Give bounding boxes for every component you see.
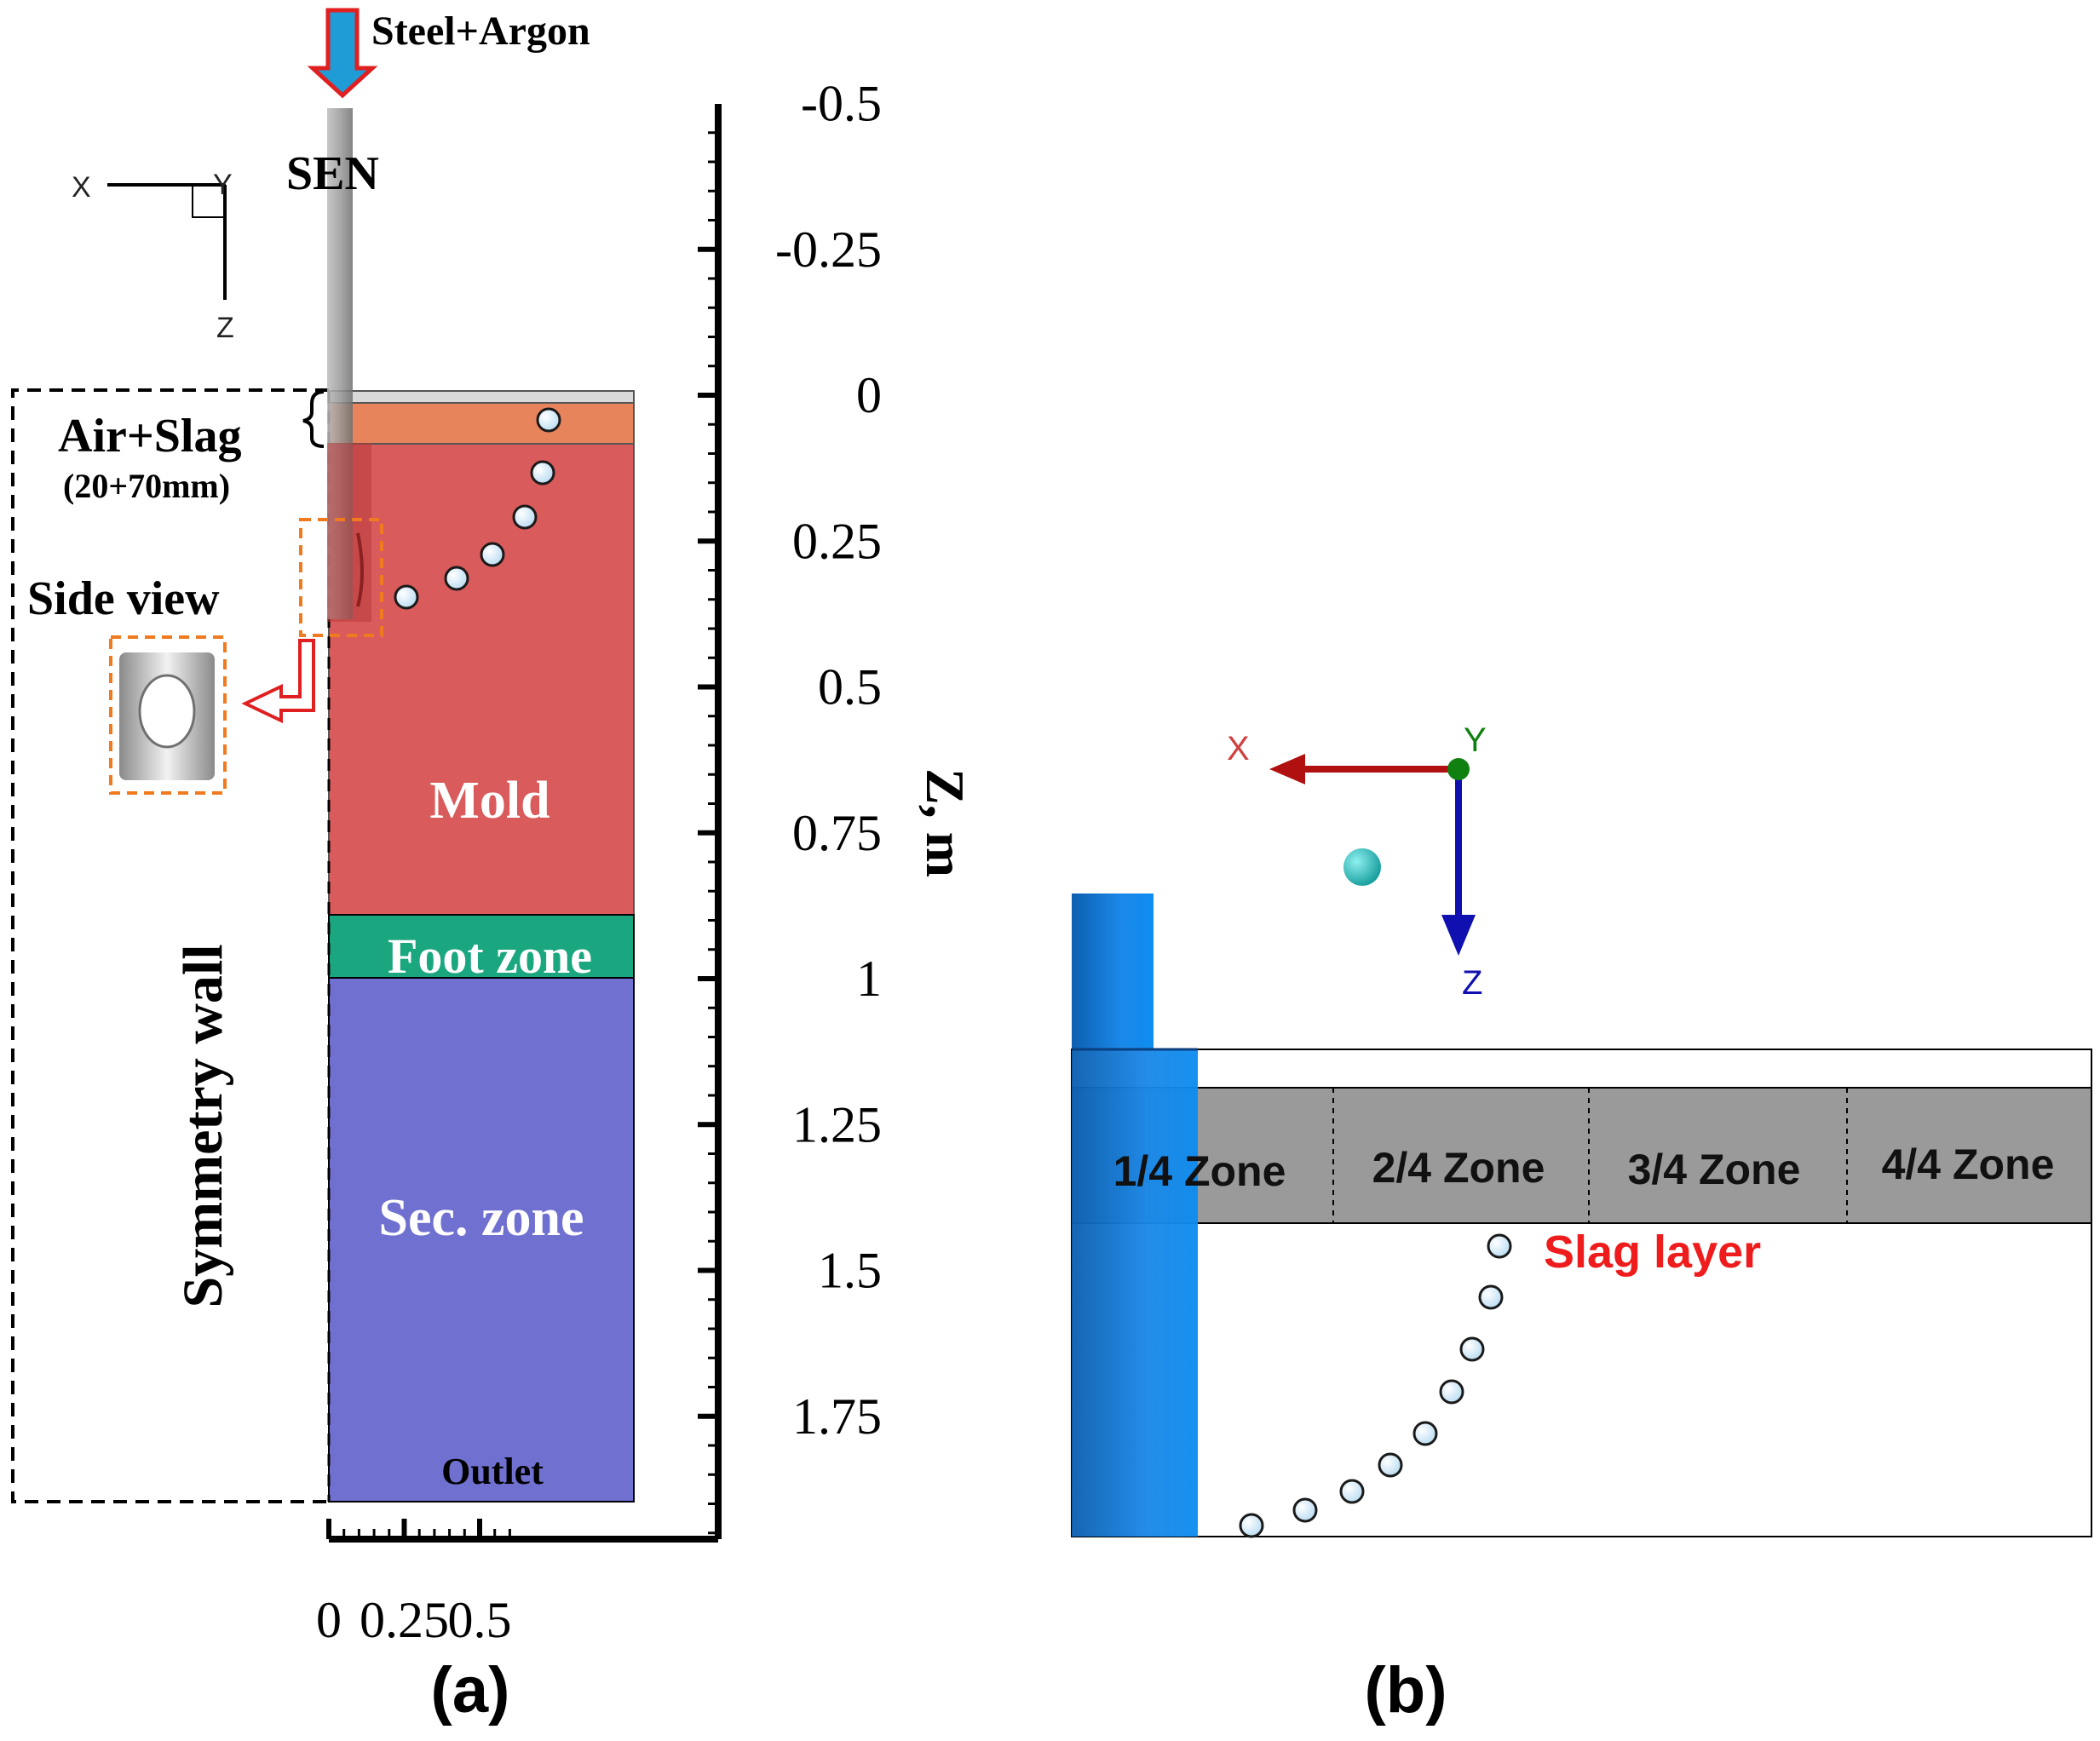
nozzle-upper [1072, 893, 1154, 1050]
symmetry-boundary [11, 388, 329, 1503]
zone-label-1: 1/4 Zone [1113, 1147, 1286, 1195]
x-tick-label: 0 [316, 1592, 342, 1648]
z-axis-tick-labels: -0.5 -0.25 0 0.25 0.5 0.75 1 1.25 1.5 1.75 [775, 76, 882, 1445]
coord-z-label-b: Z [1462, 964, 1482, 1002]
panel-a: Steel+Argon X Y Z SEN Air+Slag (20+70mm) [11, 8, 975, 1727]
port-highlight-box [299, 518, 383, 637]
zone-band [1071, 1087, 2092, 1224]
x-tick-label: 0.25 [360, 1592, 449, 1648]
air-slag-thickness: (20+70mm) [63, 467, 230, 505]
zone-label-3: 3/4 Zone [1628, 1146, 1801, 1193]
mold-region [328, 443, 635, 916]
x-axis-ticks [326, 1519, 511, 1539]
z-tick-label: 1 [856, 951, 882, 1007]
coordinate-triad-a [107, 183, 227, 300]
caption-a: (a) [431, 1654, 510, 1727]
z-tick-label: 1.5 [818, 1243, 882, 1299]
z-tick-label: 1.25 [792, 1096, 882, 1152]
z-tick-label: 0.75 [792, 805, 882, 861]
z-tick-label: -0.5 [801, 76, 882, 132]
side-view-port-icon [119, 652, 215, 780]
sec-zone-label: Sec. zone [378, 1189, 584, 1247]
z-axis-title: Z, m [915, 768, 975, 877]
z-tick-label: 0.5 [818, 659, 882, 715]
sen-lower-shadow [327, 443, 371, 622]
x-axis-tick-labels: 0 0.250.5 [316, 1592, 512, 1648]
z-tick-label: -0.25 [775, 221, 882, 278]
sec-zone-region [328, 977, 635, 1503]
z-axis: -0.5 -0.25 0 0.25 0.5 0.75 1 1.25 1.5 1.75 [698, 76, 882, 1539]
zone-label-4: 4/4 Zone [1882, 1141, 2055, 1188]
coord-x-label-b: X [1227, 730, 1250, 767]
foot-zone-label: Foot zone [388, 928, 592, 984]
symmetry-wall-label: Symmetry wall [172, 944, 234, 1307]
bubble-trajectory-b [1239, 1233, 1512, 1538]
zone-label-2: 2/4 Zone [1372, 1144, 1545, 1192]
mold-label: Mold [429, 772, 549, 830]
side-view-label: Side view [27, 572, 220, 625]
sen-label: SEN [286, 147, 379, 200]
x-tick-label: 0.5 [448, 1592, 512, 1648]
panel-b: X Y Z 1/4 Zone 2/4 Zone 3/4 Zone 4/4 Zon… [1071, 721, 2092, 1727]
z-axis-ticks [698, 131, 718, 1535]
coord-x-label: X [72, 171, 91, 204]
z-tick-label: 0 [856, 367, 882, 423]
coord-y-label-b: Y [1464, 721, 1487, 759]
coord-z-label: Z [216, 312, 234, 344]
nozzle-lower [1072, 1049, 1198, 1537]
port-opening [356, 532, 364, 607]
air-region [328, 390, 635, 404]
side-view-box [109, 635, 227, 795]
x-axis: 0 0.250.5 [316, 1519, 718, 1648]
outlet-label: Outlet [441, 1451, 544, 1492]
side-view-arrow [241, 639, 315, 724]
inlet-arrow [307, 8, 378, 99]
foot-zone-region [328, 914, 635, 979]
slag-region [328, 402, 635, 445]
air-slag-label: Air+Slag [58, 410, 241, 463]
coord-y-label: Y [213, 169, 233, 201]
slag-layer-label: Slag layer [1544, 1227, 1761, 1278]
zone-dividers [1332, 1088, 1848, 1223]
bubble-trajectory-a [394, 407, 561, 610]
z-tick-label: 0.25 [792, 513, 882, 569]
z-tick-label: 1.75 [792, 1388, 882, 1445]
air-slag-brace [302, 390, 325, 448]
caption-b: (b) [1364, 1654, 1447, 1727]
inlet-label: Steel+Argon [371, 9, 590, 54]
coordinate-triad-b [1269, 754, 1476, 956]
